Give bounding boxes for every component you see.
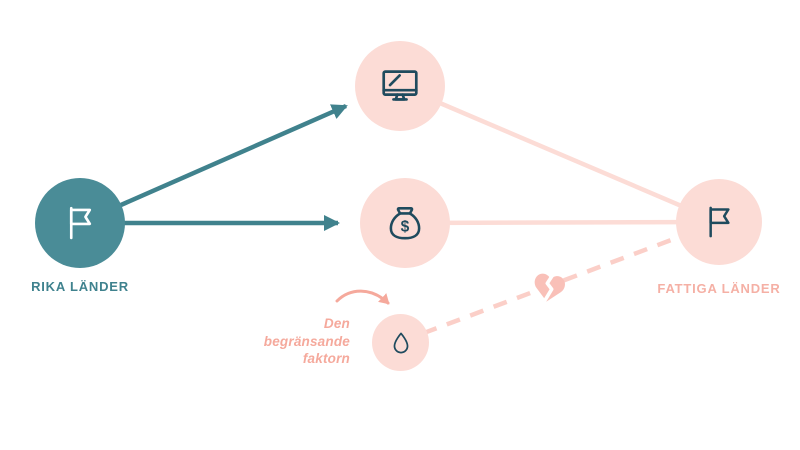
label-poor-countries: FATTIGA LÄNDER [657, 281, 781, 296]
label-limiting-factor: Den begränsande faktorn [230, 315, 350, 368]
node-poor-countries [676, 179, 762, 265]
broken-heart-icon [534, 273, 565, 302]
limiting-factor-line-1: Den [323, 316, 350, 331]
money-bag-icon: $ [389, 207, 421, 240]
flag-icon [69, 206, 92, 240]
node-money: $ [360, 178, 450, 268]
arrow-rich-to-computer [79, 103, 348, 226]
annotation-curved-arrow [335, 289, 390, 305]
link-water-to-poor-dashed [399, 219, 720, 345]
node-computer [355, 41, 445, 131]
svg-text:$: $ [401, 218, 410, 235]
limiting-factor-line-2: begränsande [263, 333, 350, 349]
label-rich-countries: RIKA LÄNDER [31, 279, 129, 294]
flag-icon [709, 206, 730, 238]
node-water-drop [372, 314, 429, 371]
water-drop-icon [393, 332, 408, 353]
computer-icon [382, 70, 418, 101]
link-money-to-poor [404, 219, 720, 226]
node-rich-countries [35, 178, 125, 268]
limiting-factor-line-3: faktorn [302, 351, 350, 367]
link-computer-to-poor [399, 83, 720, 225]
